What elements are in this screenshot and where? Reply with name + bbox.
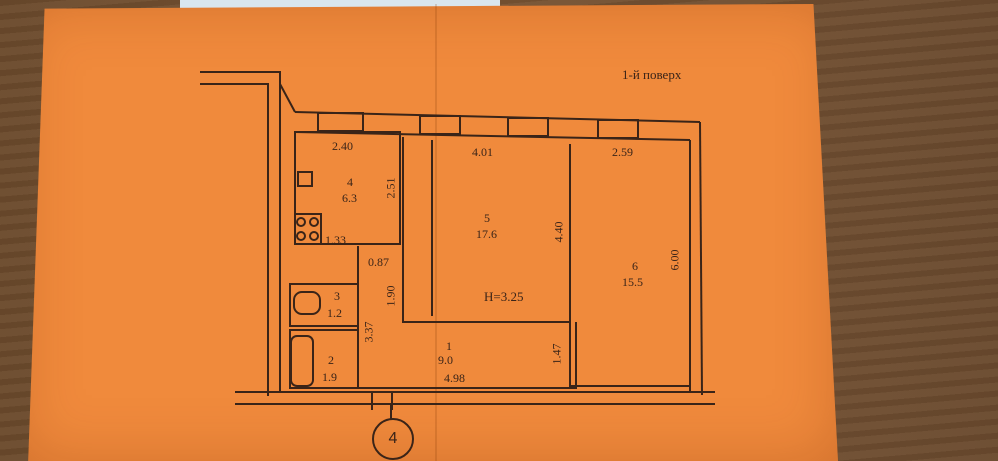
room-6-area: 15.5	[622, 275, 643, 289]
room-3-area: 1.2	[327, 306, 342, 320]
room-3-number: 3	[334, 289, 340, 303]
stove-burner-2	[309, 217, 319, 227]
room-5-area: 17.6	[476, 227, 497, 241]
window-4	[597, 119, 639, 139]
dim-0-87: 0.87	[368, 255, 389, 269]
sink-fixture	[297, 171, 313, 187]
window-1	[317, 112, 364, 132]
bathtub-fixture	[290, 335, 314, 387]
floor-title: 1-й поверх	[622, 67, 682, 82]
dim-2-40: 2.40	[332, 139, 353, 153]
wall-right-outer	[699, 121, 703, 396]
stove-fixture	[294, 213, 322, 245]
paper-fold-line	[435, 4, 437, 461]
floor-plan-paper	[28, 4, 838, 461]
room-1-number: 1	[446, 339, 452, 353]
axis-marker-circle: 4	[372, 418, 414, 460]
dim-4-01: 4.01	[472, 145, 493, 159]
dim-2-51: 2.51	[383, 177, 398, 199]
ceiling-height-label: H=3.25	[484, 289, 524, 304]
room-2-area: 1.9	[322, 370, 337, 384]
room-6-outline	[569, 144, 690, 387]
room-5-number: 5	[484, 211, 490, 225]
room-4-area: 6.3	[342, 191, 357, 205]
window-3	[507, 117, 549, 137]
wall-left-inner	[200, 83, 269, 396]
wall-top-stub	[279, 83, 296, 113]
dim-1-47: 1.47	[549, 343, 564, 365]
dim-1-90: 1.90	[383, 285, 398, 307]
window-2	[419, 115, 461, 135]
room-1-area: 9.0	[438, 353, 453, 367]
dim-6-00: 6.00	[667, 249, 682, 271]
room-4-number: 4	[347, 175, 353, 189]
stove-burner-1	[296, 217, 306, 227]
dim-2-59: 2.59	[612, 145, 633, 159]
dim-4-40: 4.40	[551, 221, 566, 243]
room-2-number: 2	[328, 353, 334, 367]
room-3-outline	[289, 283, 359, 327]
room-1-outline	[357, 246, 577, 389]
dim-1-33: 1.33	[325, 233, 346, 247]
stove-burner-4	[309, 231, 319, 241]
axis-marker-label: 4	[388, 430, 398, 447]
dim-3-37: 3.37	[361, 321, 376, 343]
dim-4-98: 4.98	[444, 371, 465, 385]
room-6-number: 6	[632, 259, 638, 273]
blue-object-edge	[180, 0, 500, 10]
toilet-fixture	[293, 291, 321, 315]
stove-burner-3	[296, 231, 306, 241]
